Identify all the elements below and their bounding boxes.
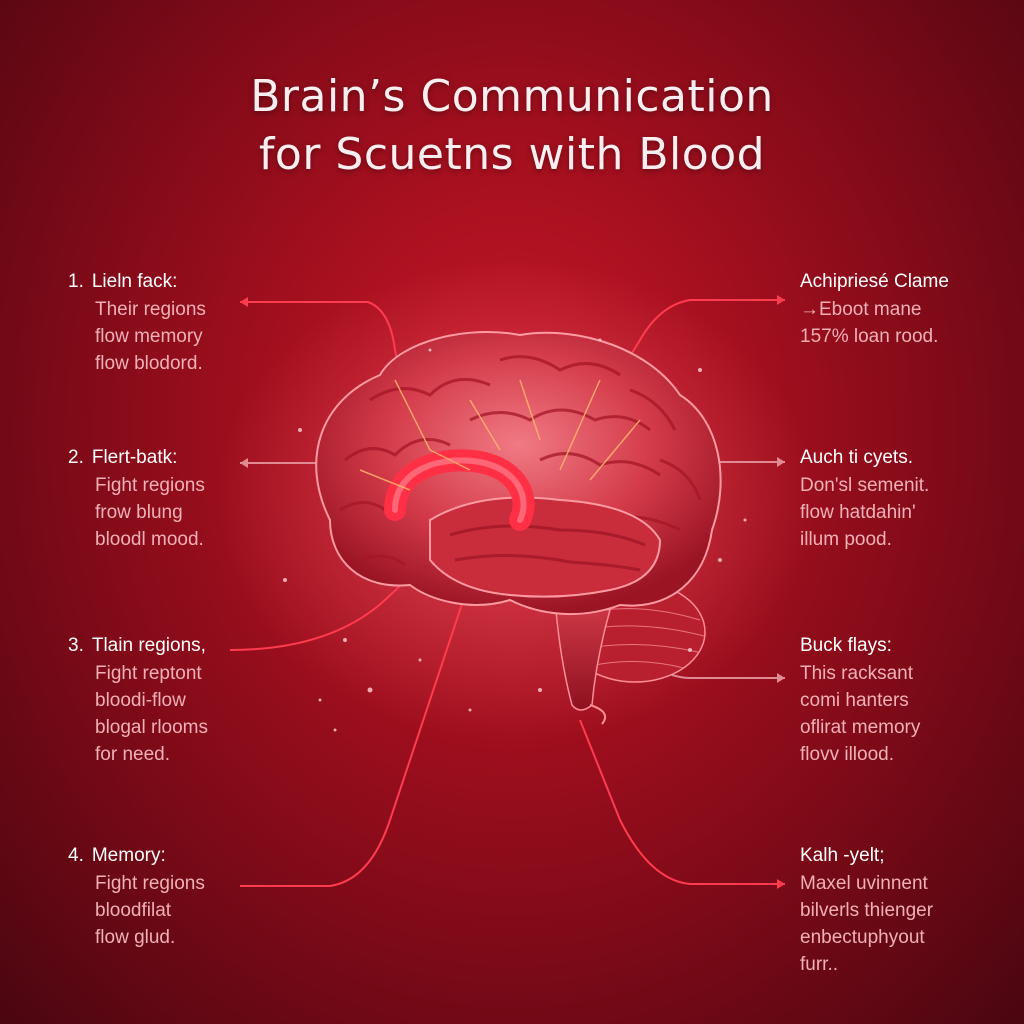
brain-stem <box>554 599 611 711</box>
note-heading: Lieln fack: <box>91 271 178 292</box>
note-line: Fight regions <box>95 475 205 496</box>
note-line: Fight reptont <box>95 663 202 684</box>
note-line: bilverls thienger <box>800 900 934 921</box>
left-note-4: 4. Memory: Fight regions bloodfilat flow … <box>68 842 268 951</box>
note-number: 1. <box>68 271 84 292</box>
note-heading: Achipriesé Clame <box>800 271 949 292</box>
connector-right-1 <box>559 299 785 471</box>
note-line: Don'sl semenit. <box>800 475 930 496</box>
note-line: flow blodord. <box>95 353 203 374</box>
note-line: →Eboot mane <box>800 299 922 320</box>
note-line: frow blung <box>95 502 183 523</box>
note-line: bloodl mood. <box>95 529 204 550</box>
right-note-1: Achipriesé Clame →Eboot mane 157% loan r… <box>800 268 1000 350</box>
note-line: bloodfilat <box>95 900 172 921</box>
note-line: comi hanters <box>800 690 909 711</box>
note-line: furr.. <box>800 954 839 975</box>
note-line: flow hatdahin' <box>800 502 916 523</box>
title-line-1: Brain’s Communication <box>250 71 774 122</box>
note-number: 2. <box>68 447 84 468</box>
connector-left-4 <box>240 579 471 887</box>
note-line: blogal rlooms <box>95 717 208 738</box>
note-heading: Tlain regions, <box>91 635 206 656</box>
brain-stem-curl <box>589 704 606 725</box>
connector-left-3 <box>229 519 471 651</box>
blood-vessels <box>359 379 641 491</box>
note-heading: Flert-batk: <box>91 447 178 468</box>
title-line-2: for Scuetns with Blood <box>258 129 766 180</box>
right-note-4: Kalh -yelt; Maxel uvinnent bilverls thie… <box>800 842 1000 978</box>
right-note-3: Buck flays: This racksant comi hanters o… <box>800 632 1000 768</box>
note-line: oflirat memory <box>800 717 921 738</box>
note-line: 157% loan rood. <box>800 326 939 347</box>
note-heading: Auch ti cyets. <box>800 447 913 468</box>
temporal-folds <box>449 524 646 572</box>
left-note-3: 3. Tlain regions, Fight reptont bloodi-fl… <box>68 632 268 768</box>
note-line: flow glud. <box>95 927 176 948</box>
arrow-right-4 <box>777 879 785 889</box>
note-line: illum pood. <box>800 529 892 550</box>
note-heading: Kalh -yelt; <box>800 845 885 866</box>
note-line: flow memory <box>95 326 203 347</box>
note-line: for need. <box>95 744 170 765</box>
page-title: Brain’s Communication for Scuetns with B… <box>0 68 1024 184</box>
note-heading: Memory: <box>91 845 166 866</box>
note-line: This racksant <box>800 663 913 684</box>
note-line: Maxel uvinnent <box>800 873 928 894</box>
note-line: enbectuphyout <box>800 927 925 948</box>
note-heading: Buck flays: <box>800 635 892 656</box>
arrow-right-3 <box>777 673 785 683</box>
note-line: bloodi-flow <box>95 690 186 711</box>
connector-arrows <box>240 295 785 889</box>
arrow-right-1 <box>777 295 785 305</box>
note-number: 3. <box>68 635 84 656</box>
note-line: flovv illood. <box>800 744 894 765</box>
sparkles <box>283 338 747 732</box>
arrow-left-1 <box>240 297 248 307</box>
left-note-2: 2. Flert-batk: Fight regions frow blung b… <box>68 444 268 553</box>
right-note-2: Auch ti cyets. Don'sl semenit. flow hatd… <box>800 444 1000 553</box>
note-line: Fight regions <box>95 873 205 894</box>
left-note-1: 1.Lieln fack: Their regions flow memory … <box>68 268 268 377</box>
note-line: Their regions <box>95 299 206 320</box>
temporal-lobe <box>429 496 662 598</box>
connector-left-1 <box>240 301 406 401</box>
arrow-right-2 <box>777 457 785 467</box>
connector-right-4 <box>579 719 785 885</box>
note-number: 4. <box>68 845 84 866</box>
arrow-left-2 <box>240 458 248 468</box>
